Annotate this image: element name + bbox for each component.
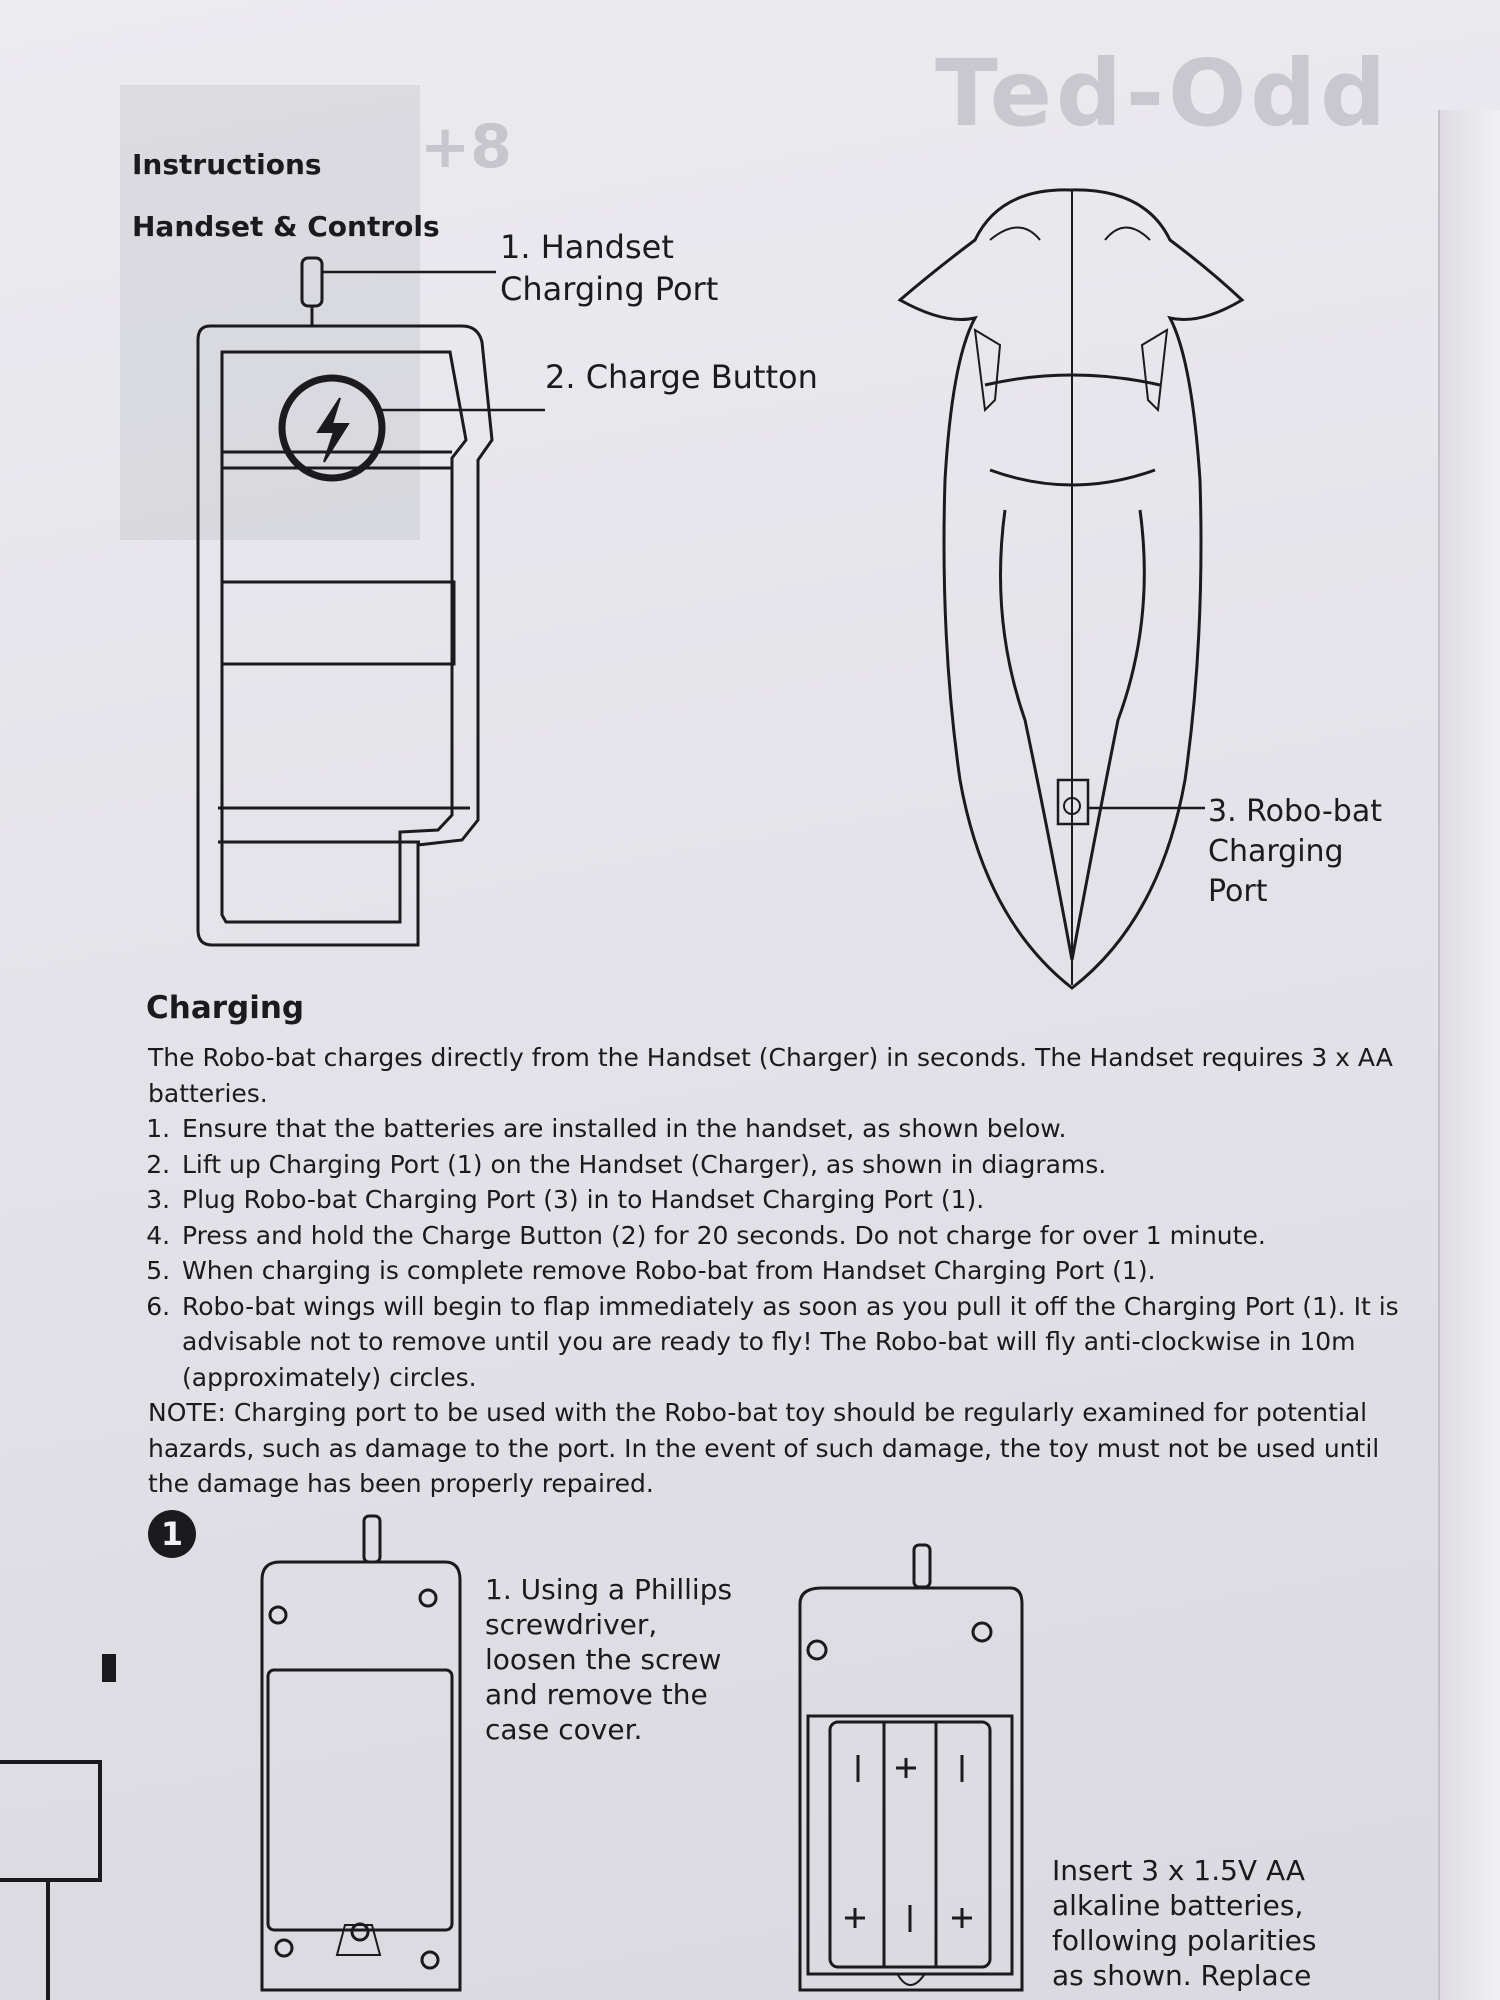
step-1-text: 1. Using a Phillips screwdriver, loosen …: [485, 1573, 733, 1746]
adjacent-device-edge: [0, 1654, 116, 2000]
charging-step: When charging is complete remove Robo-ba…: [178, 1253, 1408, 1289]
safety-note: NOTE: Charging port to be used with the …: [148, 1398, 1380, 1498]
charging-intro: The Robo-bat charges directly from the H…: [148, 1043, 1393, 1108]
handset-diagram: [196, 256, 545, 947]
handset-cover-diagram: [260, 1514, 462, 1992]
charging-step: Plug Robo-bat Charging Port (3) in to Ha…: [178, 1182, 1408, 1218]
callout-robobat-charging-port: 3. Robo-bat Charging Port: [1208, 794, 1382, 909]
charging-step: Press and hold the Charge Button (2) for…: [178, 1218, 1408, 1254]
step-number-badge: 1: [148, 1510, 196, 1558]
charging-step: Lift up Charging Port (1) on the Handset…: [178, 1147, 1408, 1183]
insert-batteries-text: Insert 3 x 1.5V AA alkaline batteries, f…: [1052, 1854, 1317, 1992]
charging-steps: Ensure that the batteries are installed …: [148, 1111, 1408, 1395]
charging-step: Ensure that the batteries are installed …: [178, 1111, 1408, 1147]
section-title: Instructions: [132, 148, 322, 181]
brand-watermark: Ted-Odd: [935, 40, 1390, 147]
plus-b-watermark: +8: [420, 112, 513, 182]
callout-charge-button: 2. Charge Button: [545, 358, 818, 396]
charging-instructions: The Robo-bat charges directly from the H…: [148, 1040, 1408, 1502]
next-page-edge: [1438, 110, 1500, 2000]
robobat-diagram: [897, 188, 1245, 990]
battery-compartment-diagram: [798, 1543, 1024, 1992]
charging-heading: Charging: [146, 990, 305, 1026]
subtitle: Handset & Controls: [132, 210, 440, 243]
charging-step: Robo-bat wings will begin to flap immedi…: [178, 1289, 1408, 1396]
callout-handset-charging-port: 1. Handset Charging Port: [500, 228, 719, 308]
